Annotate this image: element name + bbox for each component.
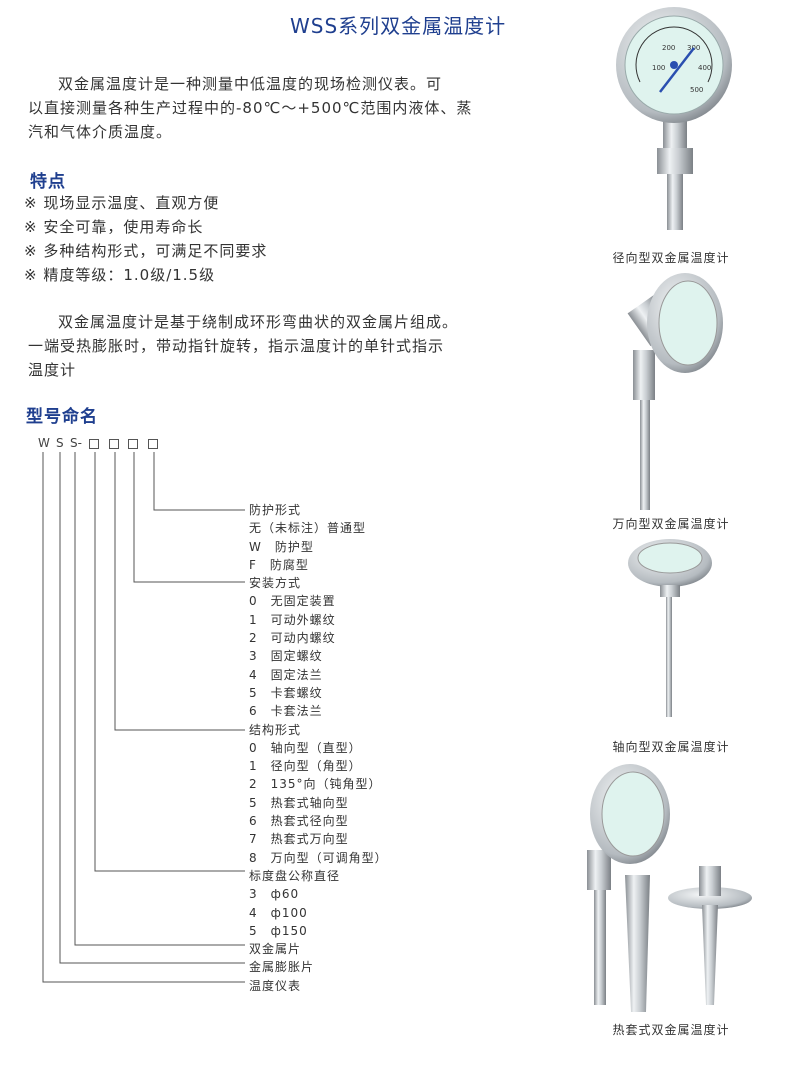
option-group-title: 结构形式 [249,722,302,737]
intro-line: 以直接测量各种生产过程中的-80℃～+500℃范围内液体、蒸 [28,99,473,117]
code-slot-box [128,439,138,449]
universal-type-thermometer-image [627,273,723,510]
intro-line: 双金属温度计是一种测量中低温度的现场检测仪表。可 [58,75,443,93]
option-item: 8 万向型（可调角型） [249,850,388,865]
dial-tick-label: 100 [652,64,665,72]
option-group-title: 金属膨胀片 [249,960,315,975]
option-group-title: 温度仪表 [249,978,302,993]
option-item: 0 无固定装置 [249,594,336,609]
model-code-w: W [38,436,50,450]
features-list: ※ 现场显示温度、直观方便 ※ 安全可靠，使用寿命长 ※ 多种结构形式，可满足不… [24,191,267,287]
option-item: 6 热套式径向型 [249,814,349,829]
code-slot-box [89,439,99,449]
model-option-list: 防护形式 无（未标注）普通型 W 防护型 F 防腐型 安装方式 0 无固定装置 … [249,501,388,995]
feature-item: ※ 多种结构形式，可满足不同要求 [24,242,268,260]
option-item: 1 可动外螺纹 [249,612,336,627]
principle-line: 温度计 [28,361,77,379]
option-group-title: 防护形式 [249,503,302,517]
option-group-title: 安装方式 [249,576,302,591]
features-heading: 特点 [30,172,66,192]
option-item: 4 ф100 [249,905,308,920]
thermowell-type-thermometer-image [587,764,752,1012]
feature-item: ※ 精度等级：1.0级/1.5级 [24,266,216,284]
option-item: F 防腐型 [249,557,309,572]
page-title: WSS系列双金属温度计 [290,14,507,38]
caption-thermowell: 热套式双金属温度计 [612,1023,730,1037]
option-item: 5 热套式轴向型 [249,795,349,810]
dial-tick-label: 200 [662,44,675,52]
intro-text: 双金属温度计是一种测量中低温度的现场检测仪表。可 以直接测量各种生产过程中的-8… [28,72,472,144]
code-slot-box [148,439,158,449]
model-heading: 型号命名 [26,407,98,427]
option-item: W 防护型 [249,539,314,554]
model-code-s1: S [56,436,64,450]
model-code-s2: S- [70,436,82,450]
option-item: 0 轴向型（直型） [249,740,362,755]
axial-type-thermometer-image [628,539,712,717]
feature-item: ※ 安全可靠，使用寿命长 [24,218,204,236]
caption-universal: 万向型双金属温度计 [612,517,730,531]
option-item: 3 固定螺纹 [249,649,323,664]
code-slot-box [109,439,119,449]
option-item: 2 135°向（钝角型） [249,777,382,792]
option-item: 2 可动内螺纹 [249,631,336,646]
feature-item: ※ 现场显示温度、直观方便 [24,194,220,212]
option-group-title: 标度盘公称直径 [249,868,341,883]
option-item: 1 径向型（角型） [249,759,362,774]
principle-line: 一端受热膨胀时，带动指针旋转，指示温度计的单针式指示 [28,337,445,355]
intro-line: 汽和气体介质温度。 [28,123,173,141]
option-item: 5 卡套螺纹 [249,685,323,700]
caption-radial: 径向型双金属温度计 [612,251,730,265]
caption-axial: 轴向型双金属温度计 [612,740,730,754]
principle-text: 双金属温度计是基于绕制成环形弯曲状的双金属片组成。 一端受热膨胀时，带动指针旋转… [28,310,458,382]
option-item: 无（未标注）普通型 [249,521,367,536]
dial-tick-label: 400 [698,64,711,72]
option-item: 4 固定法兰 [249,667,323,682]
option-group-title: 双金属片 [249,942,302,957]
dial-tick-label: 500 [690,86,703,94]
radial-type-thermometer-image: 100 200 300 400 500 [616,7,732,230]
option-item: 5 ф150 [249,923,308,938]
option-item: 7 热套式万向型 [249,832,349,847]
option-item: 3 ф60 [249,887,300,902]
principle-line: 双金属温度计是基于绕制成环形弯曲状的双金属片组成。 [58,313,459,331]
option-item: 6 卡套法兰 [249,704,323,719]
